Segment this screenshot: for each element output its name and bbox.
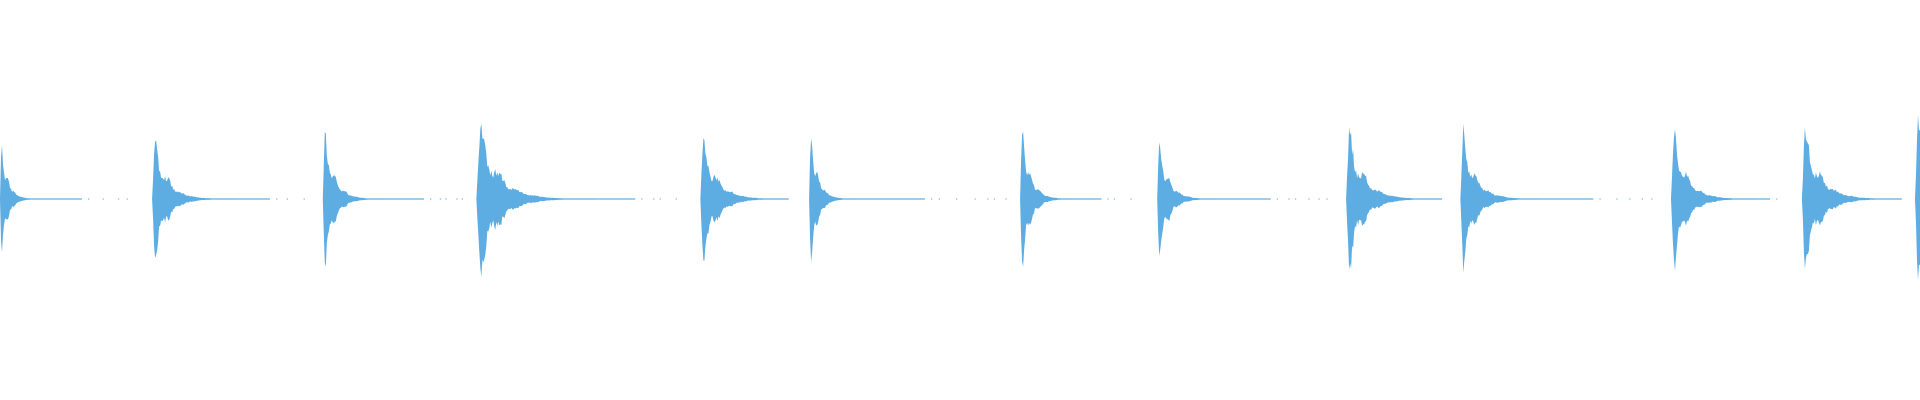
waveform-noise-dot <box>1276 198 1278 200</box>
waveform-tail-10 <box>1542 198 1594 200</box>
waveform-noise-dot <box>102 198 104 200</box>
waveform-noise-dot <box>653 198 655 200</box>
waveform-noise-dot <box>1776 198 1778 200</box>
waveform-noise-dot <box>1308 198 1310 200</box>
waveform-burst-11 <box>1671 129 1758 272</box>
waveform-noise-dot <box>117 198 120 200</box>
waveform-noise-dot <box>88 198 90 200</box>
waveform-burst-13 <box>1915 115 1920 281</box>
waveform-burst-8 <box>1157 142 1219 256</box>
waveform-burst-10 <box>1460 123 1543 273</box>
waveform-noise-dot <box>1641 198 1643 200</box>
waveform-noise-dot <box>461 198 463 200</box>
waveform-tail-6 <box>857 198 925 200</box>
waveform-noise-dot <box>286 198 288 200</box>
waveform-noise-dot <box>956 198 958 200</box>
waveform-noise-dot <box>1113 198 1116 200</box>
waveform-noise-dot <box>1651 198 1653 200</box>
waveform-noise-dot <box>1318 198 1320 200</box>
waveform-noise-dot <box>974 198 976 200</box>
waveform-noise-dot <box>1326 198 1328 200</box>
waveform-noise-dot <box>276 198 278 200</box>
waveform-noise-dot <box>659 198 661 200</box>
waveform-noise-dot <box>456 198 458 200</box>
waveform-noise-dot <box>675 198 677 200</box>
waveform-noise-dot <box>1107 198 1109 200</box>
waveform-burst-9 <box>1346 127 1443 270</box>
waveform-noise-dot <box>445 198 447 200</box>
waveform-noise-dot <box>641 198 643 200</box>
waveform-burst-12 <box>1801 127 1902 269</box>
waveform-noise-dot <box>987 198 989 200</box>
waveform-tail-11 <box>1757 198 1771 200</box>
waveform-burst-1 <box>0 145 43 253</box>
waveform-burst-5 <box>700 138 789 261</box>
waveform-noise-dot <box>1294 198 1297 200</box>
waveform-tail-2 <box>236 198 270 200</box>
waveform-tail-1 <box>42 198 82 200</box>
waveform-tail-4 <box>597 198 636 200</box>
waveform-burst-7 <box>1020 131 1076 267</box>
waveform-tail-8 <box>1218 198 1271 200</box>
waveform-noise-dot <box>439 198 442 200</box>
waveform-tail-7 <box>1075 198 1102 200</box>
waveform-noise-dot <box>1005 198 1007 200</box>
waveform-noise-dot <box>1130 198 1132 200</box>
waveform-noise-dot <box>1288 198 1290 200</box>
waveform-noise-dot <box>993 198 996 200</box>
waveform-noise-dot <box>1599 198 1601 200</box>
waveform-burst-6 <box>809 138 858 262</box>
waveform-burst-3 <box>322 132 387 267</box>
waveform-burst-4 <box>476 123 598 277</box>
waveform-tail-3 <box>386 198 424 200</box>
waveform-noise-dot <box>1616 198 1618 200</box>
waveform-noise-dot <box>430 198 432 200</box>
waveform-burst-2 <box>152 140 237 258</box>
waveform-noise-dot <box>938 198 940 200</box>
waveform-noise-dot <box>126 198 128 200</box>
waveform-noise-dot <box>931 198 933 200</box>
waveform-noise-dot <box>303 198 305 200</box>
waveform-noise-dot <box>1629 198 1631 200</box>
